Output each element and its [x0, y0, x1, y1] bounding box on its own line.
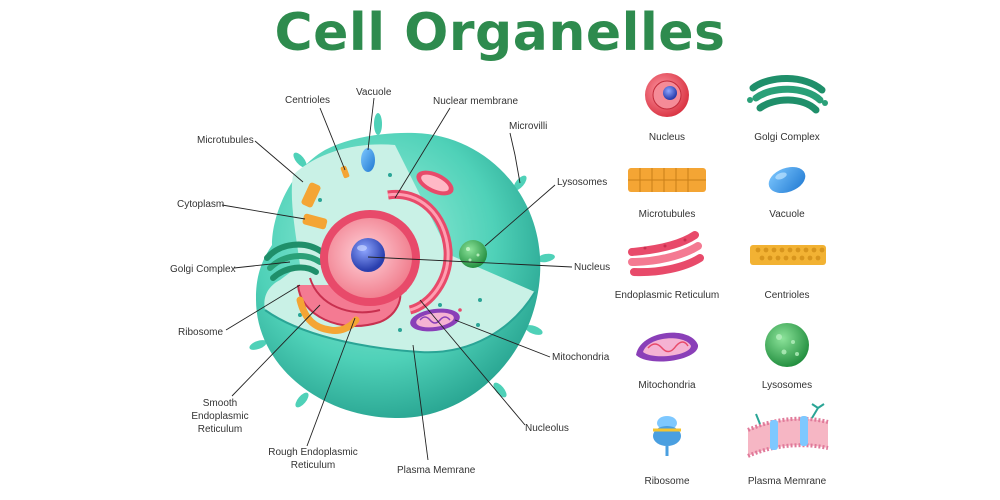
- er-icon: [628, 231, 704, 277]
- leader-lines: [221, 97, 573, 461]
- ribosome-icon: [653, 416, 681, 456]
- label-microtubules: Microtubules: [197, 135, 254, 146]
- legend-label-vacuole: Vacuole: [769, 209, 805, 220]
- nucleus-organelle: [320, 210, 420, 306]
- vacuole-organelle: [361, 148, 375, 172]
- label-nucleolus: Nucleolus: [525, 423, 569, 434]
- legend-label-microtubules: Microtubules: [639, 209, 696, 220]
- label-rough-er-2: Reticulum: [291, 460, 335, 471]
- lysosome-icon: [765, 323, 809, 367]
- label-smooth-er-3: Reticulum: [198, 424, 242, 435]
- microtubules-icon: [628, 168, 706, 192]
- microtubules-organelle: [301, 182, 328, 230]
- diagram-labels: Centrioles Vacuole Nuclear membrane Micr…: [170, 87, 610, 476]
- label-cytoplasm: Cytoplasm: [177, 199, 224, 210]
- microvilli-group: [249, 113, 555, 408]
- nucleolus-organelle: [351, 238, 385, 272]
- label-centrioles: Centrioles: [285, 95, 330, 106]
- legend: Nucleus Golgi Complex Microtubules Vacuo…: [615, 73, 829, 487]
- label-vacuole: Vacuole: [356, 87, 392, 98]
- smooth-er-organelle: [296, 296, 360, 334]
- label-nucleus: Nucleus: [574, 262, 610, 273]
- label-mitochondria: Mitochondria: [552, 352, 610, 363]
- label-rough-er-1: Rough Endoplasmic: [268, 447, 358, 458]
- legend-label-ribosome: Ribosome: [644, 476, 689, 487]
- label-lysosomes: Lysosomes: [557, 177, 607, 188]
- mitochondria-icon: [636, 332, 699, 362]
- page-title: Cell Organelles: [274, 3, 726, 63]
- label-golgi-complex: Golgi Complex: [170, 264, 236, 275]
- legend-label-mitochondria: Mitochondria: [638, 380, 696, 391]
- label-plasma-membrane: Plasma Memrane: [397, 465, 476, 476]
- golgi-organelle: [264, 241, 325, 281]
- vacuole-icon: [768, 166, 806, 194]
- cell: [249, 113, 555, 419]
- mitochondria-organelle: [410, 170, 460, 332]
- legend-label-er: Endoplasmic Reticulum: [615, 290, 720, 301]
- legend-label-plasma-membrane: Plasma Memrane: [748, 476, 827, 487]
- legend-label-golgi: Golgi Complex: [754, 132, 820, 143]
- plasma-membrane-icon: [747, 403, 829, 458]
- label-microvilli: Microvilli: [509, 121, 547, 132]
- centrioles-icon: [750, 245, 826, 265]
- label-smooth-er-2: Endoplasmic: [191, 411, 248, 422]
- legend-label-lysosomes: Lysosomes: [762, 380, 812, 391]
- legend-label-nucleus: Nucleus: [649, 132, 685, 143]
- lysosome-organelle: [459, 240, 487, 268]
- label-smooth-er-1: Smooth: [203, 398, 237, 409]
- golgi-icon: [747, 75, 828, 114]
- label-nuclear-membrane: Nuclear membrane: [433, 96, 518, 107]
- legend-label-centrioles: Centrioles: [764, 290, 809, 301]
- label-ribosome: Ribosome: [178, 327, 223, 338]
- nucleus-icon: [645, 73, 689, 117]
